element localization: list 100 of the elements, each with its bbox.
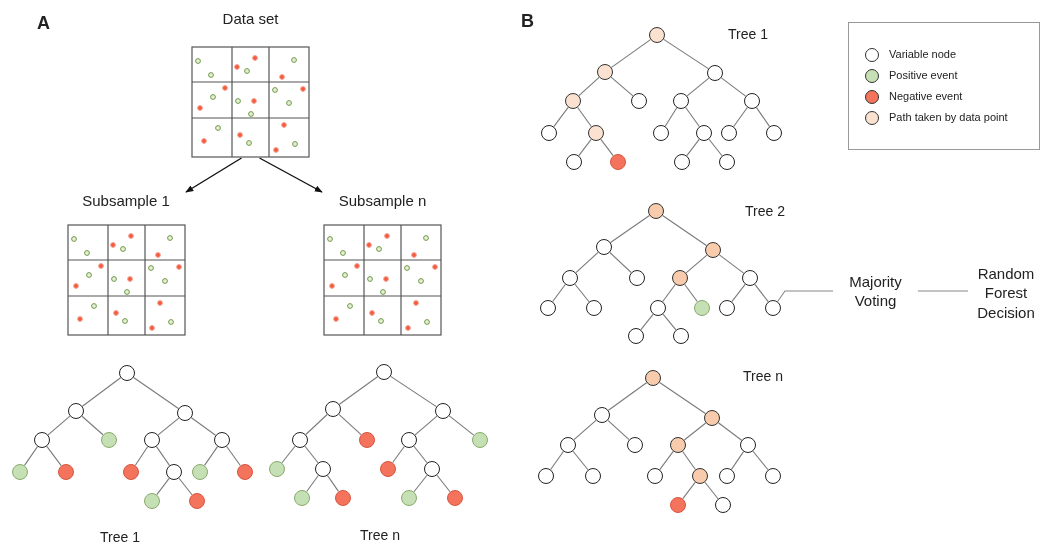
tree-node bbox=[447, 490, 463, 506]
tree-node bbox=[629, 270, 645, 286]
tree-branch bbox=[390, 375, 437, 408]
tree-branch bbox=[662, 313, 677, 331]
tree-branch bbox=[46, 445, 62, 467]
tree-node bbox=[562, 270, 578, 286]
tree-node bbox=[670, 437, 686, 453]
tree-node bbox=[588, 125, 604, 141]
tree-node bbox=[560, 437, 576, 453]
tree-node bbox=[123, 464, 139, 480]
tree-node bbox=[294, 490, 310, 506]
tree-branch bbox=[683, 422, 707, 441]
tree-node bbox=[674, 154, 690, 170]
tree-branch bbox=[659, 450, 674, 471]
panel-letter: A bbox=[37, 14, 50, 32]
tree-branch bbox=[47, 415, 71, 436]
tree-node bbox=[380, 461, 396, 477]
tree-node bbox=[692, 468, 708, 484]
tree-branch bbox=[610, 39, 652, 68]
tree-node bbox=[596, 239, 612, 255]
tree-node bbox=[292, 432, 308, 448]
tree-branch bbox=[610, 215, 650, 243]
tree-node bbox=[192, 464, 208, 480]
dataset-title: Subsample n bbox=[338, 192, 427, 211]
tree-branch bbox=[338, 376, 379, 405]
tree-node bbox=[715, 497, 731, 513]
tree-node bbox=[177, 405, 193, 421]
tree-node bbox=[719, 300, 735, 316]
tree-branch bbox=[717, 422, 743, 441]
tree-node bbox=[472, 432, 488, 448]
tree-node bbox=[631, 93, 647, 109]
legend-label: Negative event bbox=[889, 89, 963, 104]
tree-branch bbox=[704, 481, 719, 500]
tree-node bbox=[628, 328, 644, 344]
tree-node bbox=[672, 270, 688, 286]
tree-branch bbox=[281, 445, 296, 464]
tree-branch bbox=[577, 106, 592, 128]
tree-branch bbox=[133, 377, 179, 409]
tree-branch bbox=[573, 419, 597, 441]
tree-branch bbox=[682, 481, 696, 500]
tree-node bbox=[119, 365, 135, 381]
tree-node bbox=[401, 490, 417, 506]
tree-branch bbox=[733, 106, 748, 128]
tree-branch bbox=[575, 251, 599, 274]
tree-node bbox=[335, 490, 351, 506]
tree-title: Tree 2 bbox=[745, 203, 785, 221]
tree-node bbox=[435, 403, 451, 419]
tree-branch bbox=[754, 283, 769, 303]
tree-branch bbox=[684, 283, 698, 303]
tree-branch bbox=[730, 451, 745, 470]
tree-node bbox=[707, 65, 723, 81]
tree-title: Tree 1 bbox=[728, 26, 768, 44]
tree-node bbox=[586, 300, 602, 316]
tree-node bbox=[696, 125, 712, 141]
tree-node bbox=[189, 493, 205, 509]
legend-label: Path taken by data point bbox=[889, 110, 1008, 125]
tree-node bbox=[585, 468, 601, 484]
tree-node bbox=[68, 403, 84, 419]
tree-branch bbox=[327, 475, 339, 492]
tree-node bbox=[627, 437, 643, 453]
tree-node bbox=[359, 432, 375, 448]
tree-node bbox=[647, 468, 663, 484]
tree-branch bbox=[414, 415, 438, 436]
connector-line bbox=[917, 290, 969, 292]
legend-label: Variable node bbox=[889, 47, 957, 62]
connector-line bbox=[777, 290, 834, 302]
tree-branch bbox=[305, 413, 328, 436]
tree-branch bbox=[640, 313, 654, 331]
tree-node bbox=[670, 497, 686, 513]
tree-title: Tree n bbox=[743, 368, 783, 386]
tree-node bbox=[653, 125, 669, 141]
arrow bbox=[185, 157, 243, 193]
tree-branch bbox=[304, 445, 319, 464]
tree-node bbox=[597, 64, 613, 80]
tree-node bbox=[650, 300, 666, 316]
tree-branch bbox=[663, 38, 709, 70]
tree-branch bbox=[413, 445, 428, 464]
tree-node bbox=[694, 300, 710, 316]
tree-branch bbox=[609, 251, 632, 274]
tree-node bbox=[315, 461, 331, 477]
tree-node bbox=[541, 125, 557, 141]
tree-node bbox=[649, 27, 665, 43]
tree-branch bbox=[157, 417, 180, 436]
tree-node bbox=[765, 468, 781, 484]
tree-branch bbox=[178, 477, 193, 496]
tree-node bbox=[594, 407, 610, 423]
tree-branch bbox=[686, 138, 700, 157]
tree-branch bbox=[610, 76, 634, 97]
tree-branch bbox=[752, 450, 769, 471]
tree-node bbox=[166, 464, 182, 480]
tree-branch bbox=[448, 415, 475, 436]
tree-branch bbox=[659, 381, 706, 415]
step-label: Random Forest Decision bbox=[976, 263, 1036, 323]
tree-branch bbox=[552, 283, 566, 303]
tree-node bbox=[144, 493, 160, 509]
tree-branch bbox=[578, 76, 600, 97]
tree-branch bbox=[550, 450, 564, 471]
tree-node bbox=[376, 364, 392, 380]
tree-node bbox=[704, 410, 720, 426]
tree-node bbox=[744, 93, 760, 109]
